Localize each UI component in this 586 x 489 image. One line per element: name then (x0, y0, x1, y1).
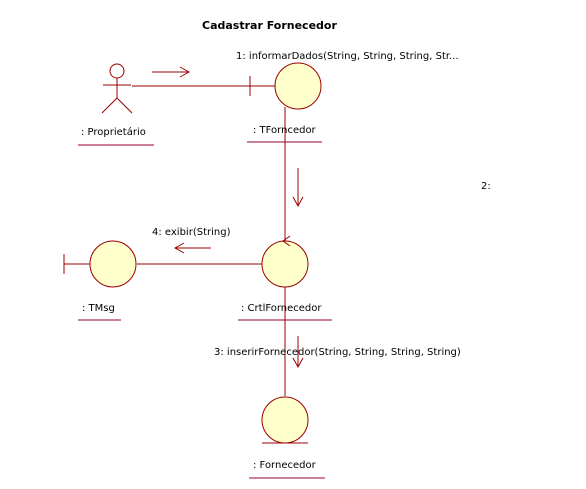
entity-fornecedor-icon (261, 396, 309, 444)
fornecedor-label: : Fornecedor (253, 460, 317, 471)
message-3-label: 3: inserirFornecedor(String, String, Str… (214, 347, 461, 358)
message-arrows (152, 66, 304, 369)
control-crtl-icon (261, 235, 309, 288)
message-1-label: 1: informarDados(String, String, String,… (236, 51, 459, 62)
message-3-arrow-icon (292, 336, 304, 369)
message-4-arrow-icon (173, 242, 211, 254)
message-2-arrow-icon (292, 168, 304, 208)
boundary-tfornecedor-icon (249, 62, 322, 110)
actor-proprietario-icon (101, 63, 133, 114)
message-4-label: 4: exibir(String) (152, 227, 231, 238)
crtl-label: : CrtlFornecedor (241, 303, 322, 314)
boundary-tmsg-icon (63, 240, 137, 288)
message-2-label: 2: (481, 181, 491, 192)
tfornecedor-label: : TForncedor (253, 125, 317, 136)
actor-label: : Proprietário (81, 126, 146, 138)
message-1-arrow-icon (152, 66, 191, 78)
diagram-title: Cadastrar Fornecedor (202, 19, 337, 32)
tmsg-label: : TMsg (82, 303, 115, 314)
